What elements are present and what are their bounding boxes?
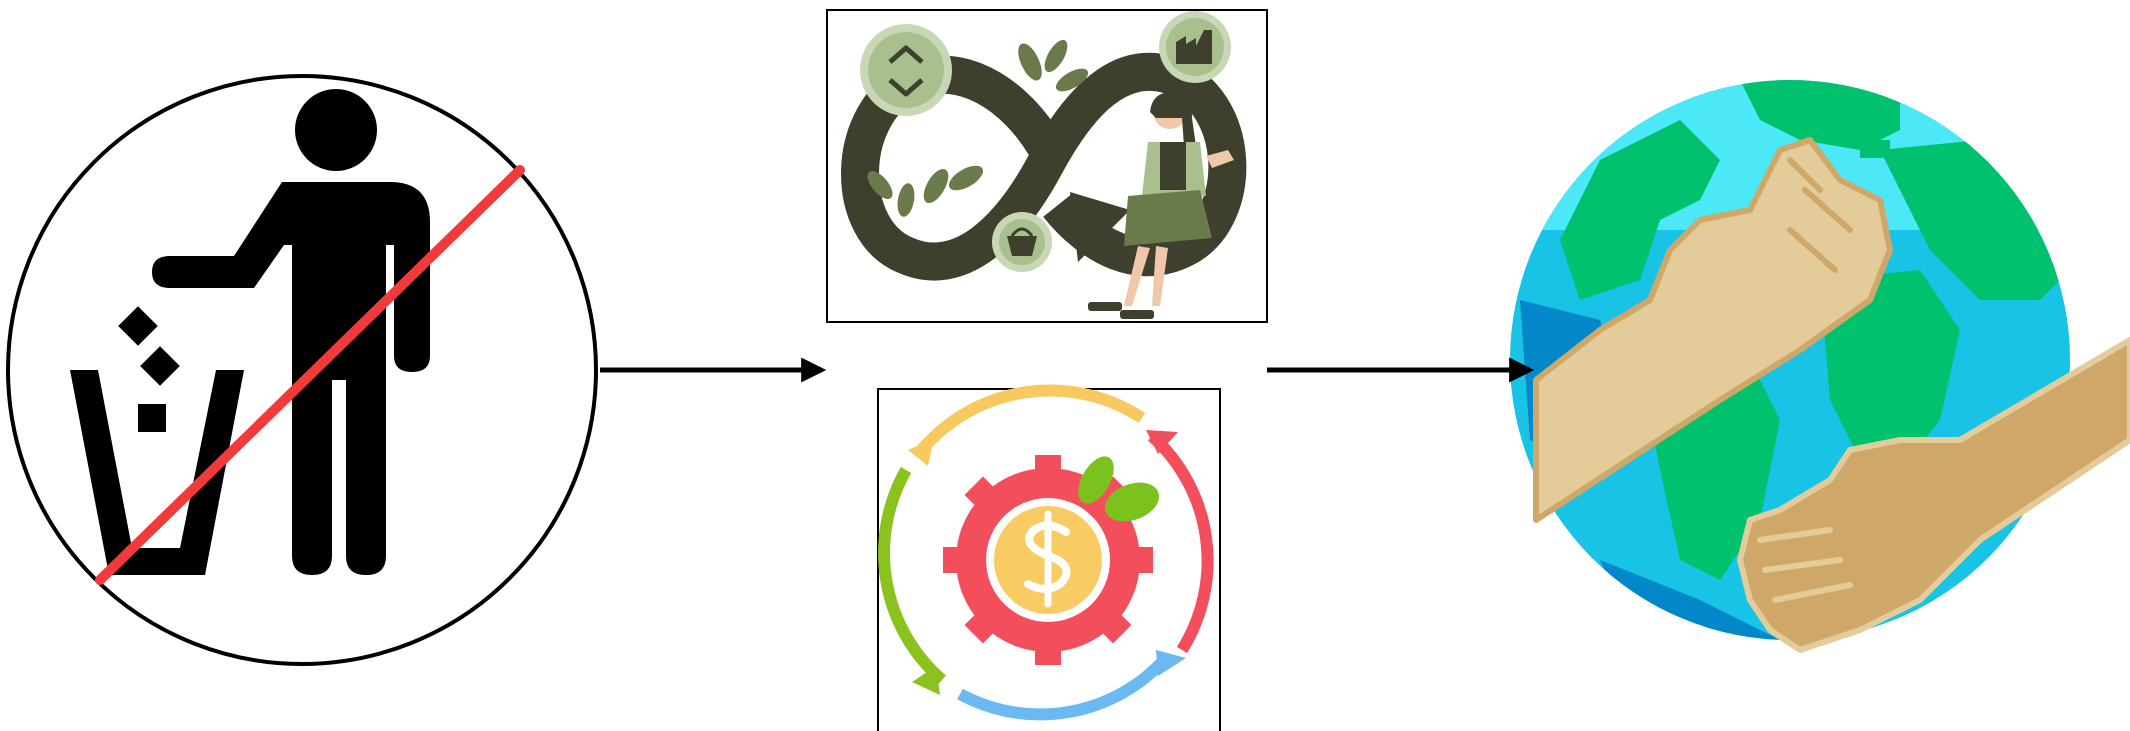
- circular-economy-infinity-icon: [826, 9, 1268, 323]
- no-littering-sign-icon: [6, 74, 598, 666]
- gear-dollar-cycle-icon: [877, 384, 1221, 731]
- globe-handshake-icon: [1510, 80, 2130, 653]
